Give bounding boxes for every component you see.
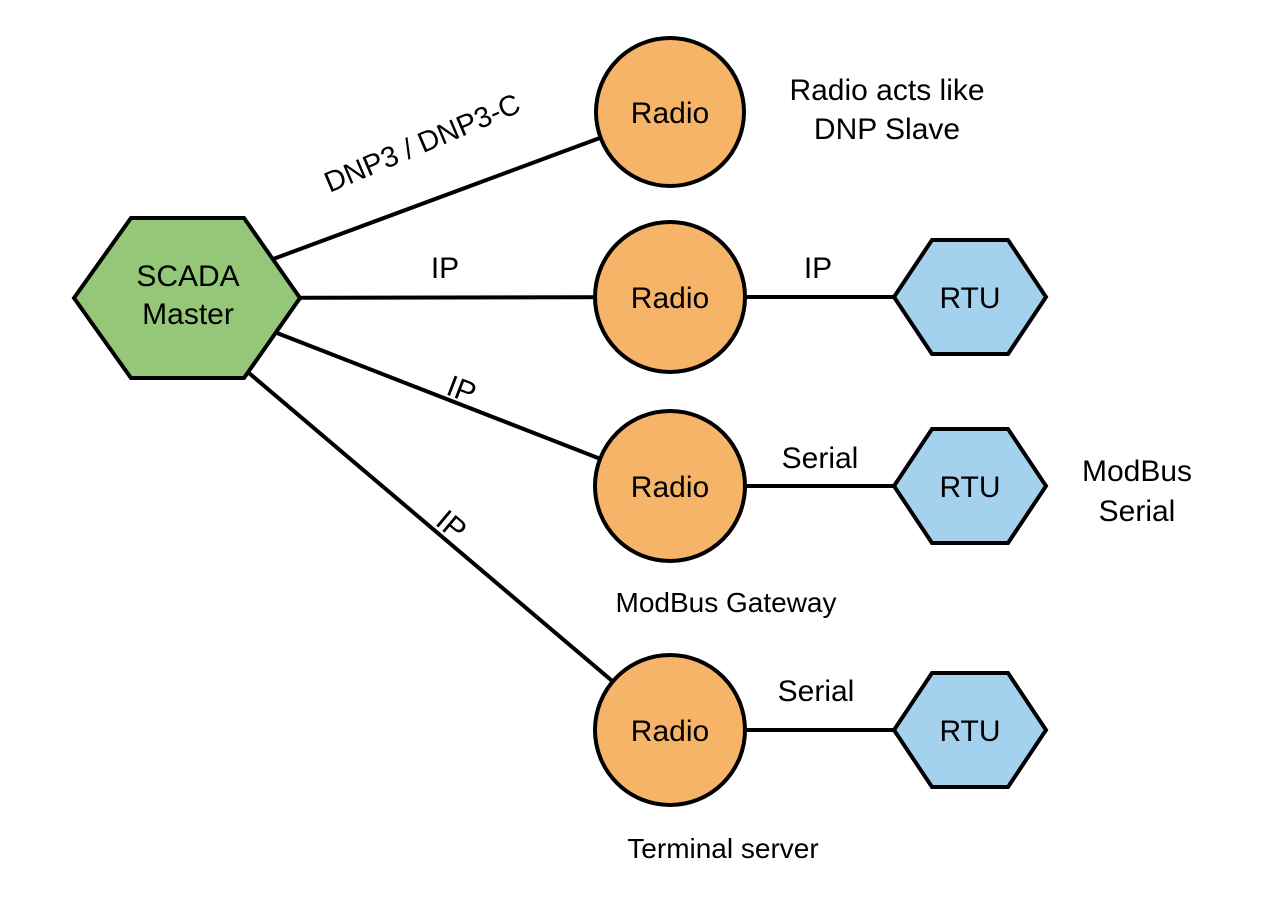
scada-master-node: SCADA Master: [71, 216, 303, 380]
radio-dnp-circle: [594, 36, 746, 188]
rtu-terminal-label: RTU: [939, 715, 1000, 748]
edge-label-ip-gateway: IP: [442, 370, 480, 411]
edges: [186, 110, 970, 732]
edge-master-to-radio-terminal: [208, 338, 672, 732]
edge-label-dnp3: DNP3 / DNP3-C: [320, 88, 525, 199]
edge-label-serial-rtu: Serial: [782, 442, 859, 475]
rtu-serial-label: RTU: [939, 471, 1000, 504]
annotation-terminal-server: Terminal server: [627, 833, 818, 864]
rtu-ip-node: RTU: [891, 238, 1049, 356]
radio-gateway-label: Radio: [631, 471, 709, 504]
rtu-terminal-hexagon: [891, 671, 1049, 789]
annotation-modbus-serial-line1: ModBus: [1082, 455, 1192, 488]
edge-master-to-radio-dnp: [229, 110, 671, 277]
radio-ip-node: Radio: [593, 220, 747, 374]
rtu-serial-hexagon: [891, 427, 1049, 545]
edge-label-ip-terminal: IP: [430, 504, 473, 548]
radio-gateway-node: Radio: [593, 409, 747, 563]
scada-master-hexagon: [71, 216, 303, 380]
annotation-radio-acts-line2: DNP Slave: [814, 113, 960, 146]
radio-dnp-node: Radio: [594, 36, 746, 188]
radio-ip-circle: [593, 220, 747, 374]
edge-label-serial-terminal: Serial: [778, 675, 855, 708]
rtu-ip-label: RTU: [939, 282, 1000, 315]
annotation-modbus-gateway: ModBus Gateway: [616, 587, 837, 618]
radio-dnp-label: Radio: [631, 97, 709, 130]
radio-terminal-node: Radio: [593, 653, 747, 807]
rtu-ip-hexagon: [891, 238, 1049, 356]
scada-master-label-line2: Master: [142, 298, 234, 331]
annotation-modbus-serial-line2: Serial: [1099, 495, 1176, 528]
scada-master-label-line1: SCADA: [136, 260, 239, 293]
radio-terminal-label: Radio: [631, 715, 709, 748]
edge-label-ip-rtu: IP: [804, 252, 832, 285]
radio-ip-label: Radio: [631, 282, 709, 315]
annotations: Radio acts like DNP Slave ModBus Serial …: [616, 74, 1193, 864]
annotation-radio-acts-line1: Radio acts like: [789, 74, 984, 107]
rtu-terminal-node: RTU: [891, 671, 1049, 789]
edge-label-ip-master: IP: [431, 252, 459, 285]
radio-gateway-circle: [593, 409, 747, 563]
rtu-serial-node: RTU: [891, 427, 1049, 545]
radio-terminal-circle: [593, 653, 747, 807]
